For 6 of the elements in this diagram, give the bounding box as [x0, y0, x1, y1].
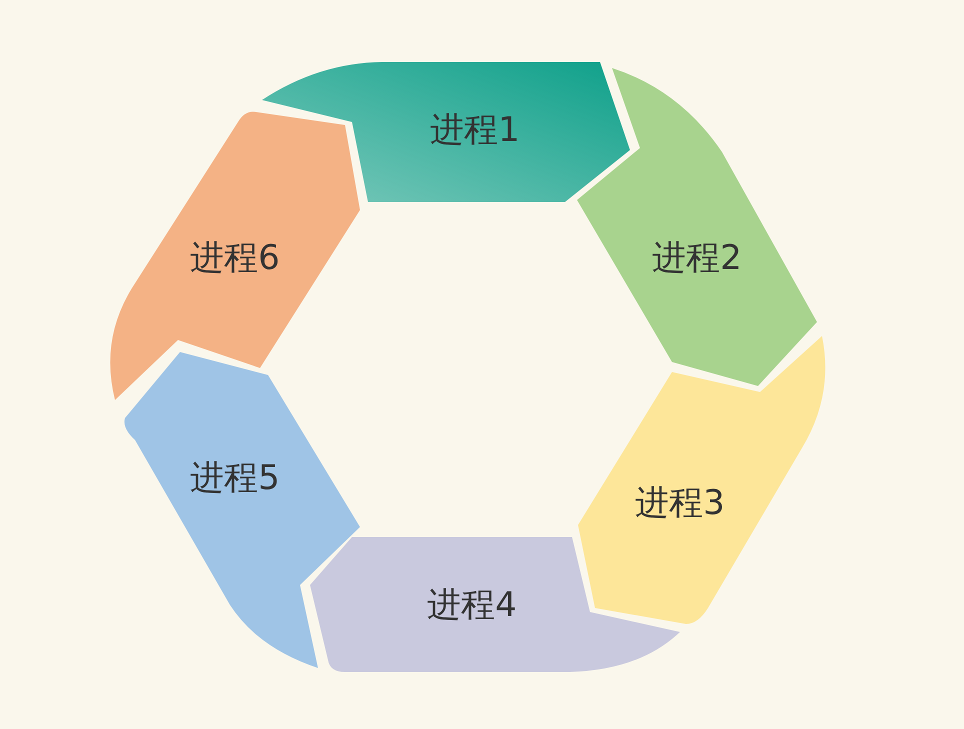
segment-label: 进程1 [430, 113, 520, 147]
segment-label: 进程6 [190, 241, 280, 275]
segment-label: 进程4 [427, 588, 517, 622]
segment-label: 进程5 [190, 461, 280, 495]
segment-label: 进程3 [635, 486, 725, 520]
segment-label: 进程2 [652, 241, 742, 275]
